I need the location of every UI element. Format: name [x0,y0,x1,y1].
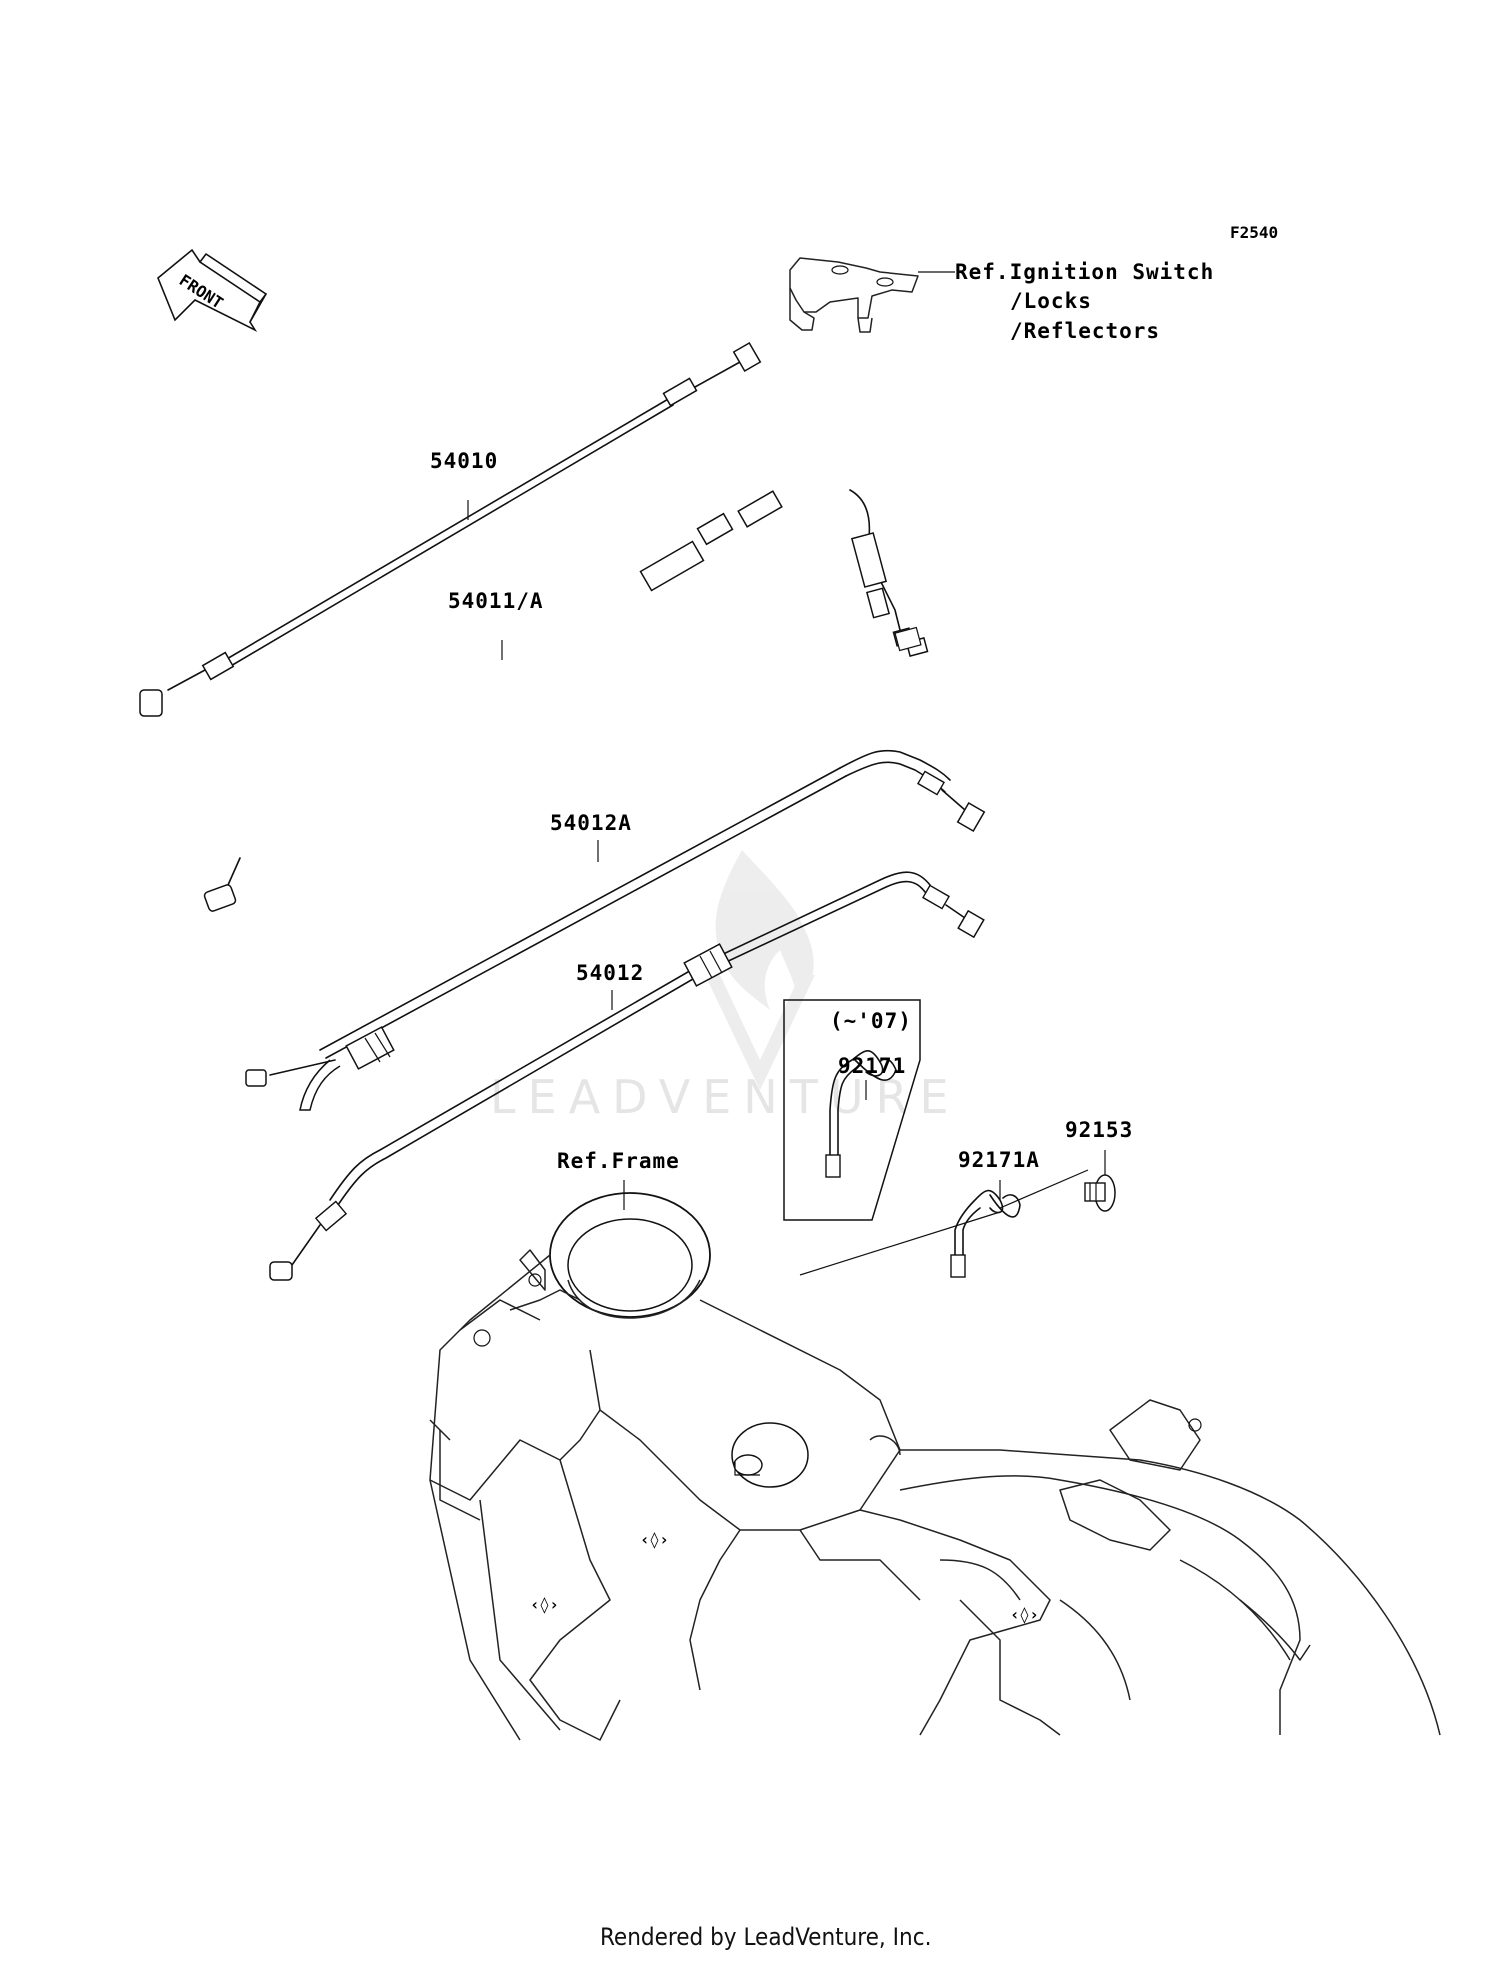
bolt-92153 [1084,1150,1116,1212]
cable-54012 [269,871,985,1281]
clamp-92171a [799,1169,1089,1278]
reflectors-ref-label: /Reflectors [1010,319,1160,343]
ignition-bracket [789,257,955,333]
label-ref-frame: Ref.Frame [557,1149,680,1173]
locks-ref-label: /Locks [1010,289,1092,313]
cable-54012a [245,749,986,1111]
label-92153: 92153 [1065,1118,1133,1142]
inset-note: (~'07) [830,1009,912,1033]
frame-mark-1: ‹◊› [640,1530,669,1549]
label-54011a: 54011/A [448,589,544,613]
label-54010: 54010 [430,449,498,473]
label-54012a: 54012A [550,811,632,835]
watermark-text: LEADVENTURE [490,1070,961,1124]
front-arrow-icon: FRONT [157,248,267,332]
inset-box [783,999,921,1221]
footer-credit: Rendered by LeadVenture, Inc. [600,1923,931,1951]
ignition-ref-label: Ref.Ignition Switch [955,260,1214,284]
label-92171a: 92171A [958,1148,1040,1172]
cable-54010 [139,341,762,717]
frame-mark-3: ‹◊› [1010,1605,1039,1624]
frame-illustration: ‹◊› ‹◊› ‹◊› [429,1180,1441,1741]
label-92171: 92171 [838,1054,906,1078]
frame-mark-2: ‹◊› [530,1595,559,1614]
label-54012: 54012 [576,961,644,985]
figure-code: F2540 [1230,223,1278,242]
leadventure-watermark: LEADVENTURE [490,850,961,1124]
cable-54011a [203,479,929,912]
